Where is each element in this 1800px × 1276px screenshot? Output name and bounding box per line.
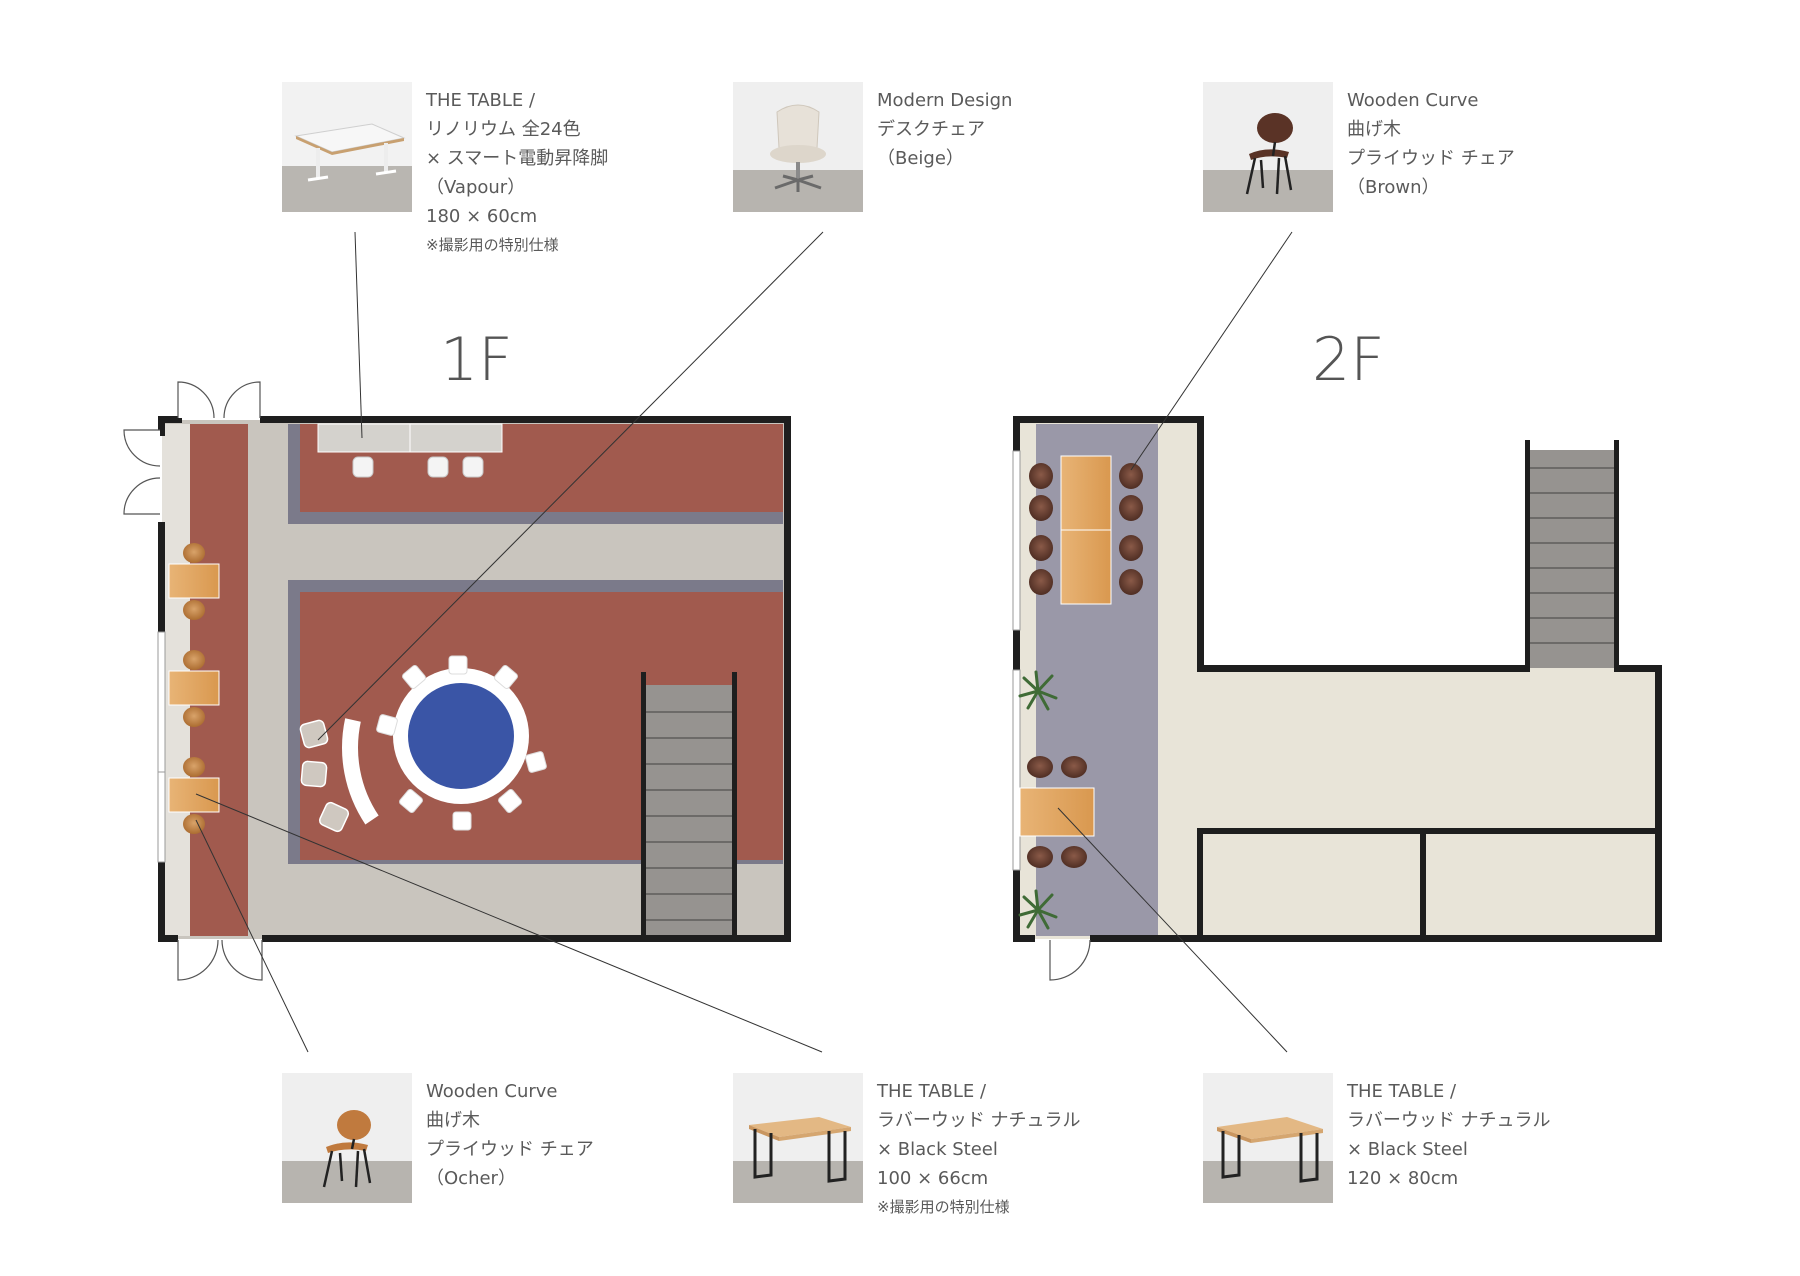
caption-line: × スマート電動昇降脚 [426, 148, 609, 169]
caption-line: デスクチェア [877, 119, 985, 140]
caption-line: Wooden Curve [1347, 90, 1479, 111]
small-table-2f [1019, 756, 1095, 868]
caption-line: ラバーウッド ナチュラル [1347, 1110, 1551, 1131]
caption-line: プライウッド チェア [1347, 148, 1515, 169]
side-desks-1f [168, 543, 220, 834]
caption-line: ラバーウッド ナチュラル [877, 1110, 1081, 1131]
caption-line: × Black Steel [1347, 1139, 1468, 1160]
caption-note: ※撮影用の特別仕様 [877, 1198, 1010, 1216]
floor-1-plan [123, 381, 791, 981]
caption-line: リノリウム 全24色 [426, 119, 581, 140]
plant-icon [1018, 889, 1058, 930]
stairs-1f [641, 672, 737, 939]
floor-2-plan [1012, 416, 1662, 981]
caption-line: （Brown） [1347, 177, 1440, 198]
floor-label-2f: 2F [1312, 325, 1385, 395]
caption-line: プライウッド チェア [426, 1139, 594, 1160]
wood-table-icon [733, 1073, 863, 1203]
caption-line: 曲げ木 [426, 1110, 480, 1131]
caption-line: （Vapour） [426, 177, 526, 198]
caption-line: 180 × 60cm [426, 206, 538, 227]
caption-line: × Black Steel [877, 1139, 998, 1160]
caption-line: （Beige） [877, 148, 964, 169]
caption-line: Wooden Curve [426, 1081, 558, 1102]
office-chair-icon [733, 82, 863, 212]
caption-line: 100 × 66cm [877, 1168, 989, 1189]
caption-line: THE TABLE / [426, 90, 536, 111]
caption-line: THE TABLE / [1347, 1081, 1457, 1102]
long-table-2f [1029, 455, 1143, 605]
door-2f [1049, 939, 1091, 981]
caption-line: THE TABLE / [877, 1081, 987, 1102]
floor-label-1f: 1F [440, 325, 513, 395]
ocher-chair-icon [282, 1073, 412, 1203]
caption-line: 120 × 80cm [1347, 1168, 1459, 1189]
caption-line: 曲げ木 [1347, 119, 1401, 140]
caption-note: ※撮影用の特別仕様 [426, 236, 559, 254]
stairs-2f [1525, 440, 1619, 672]
brown-chair-icon [1203, 82, 1333, 212]
wood-table-icon [1203, 1073, 1333, 1203]
white-desk-icon [282, 82, 412, 212]
caption-line: （Ocher） [426, 1168, 516, 1189]
plant-icon [1018, 670, 1058, 711]
caption-line: Modern Design [877, 90, 1013, 111]
